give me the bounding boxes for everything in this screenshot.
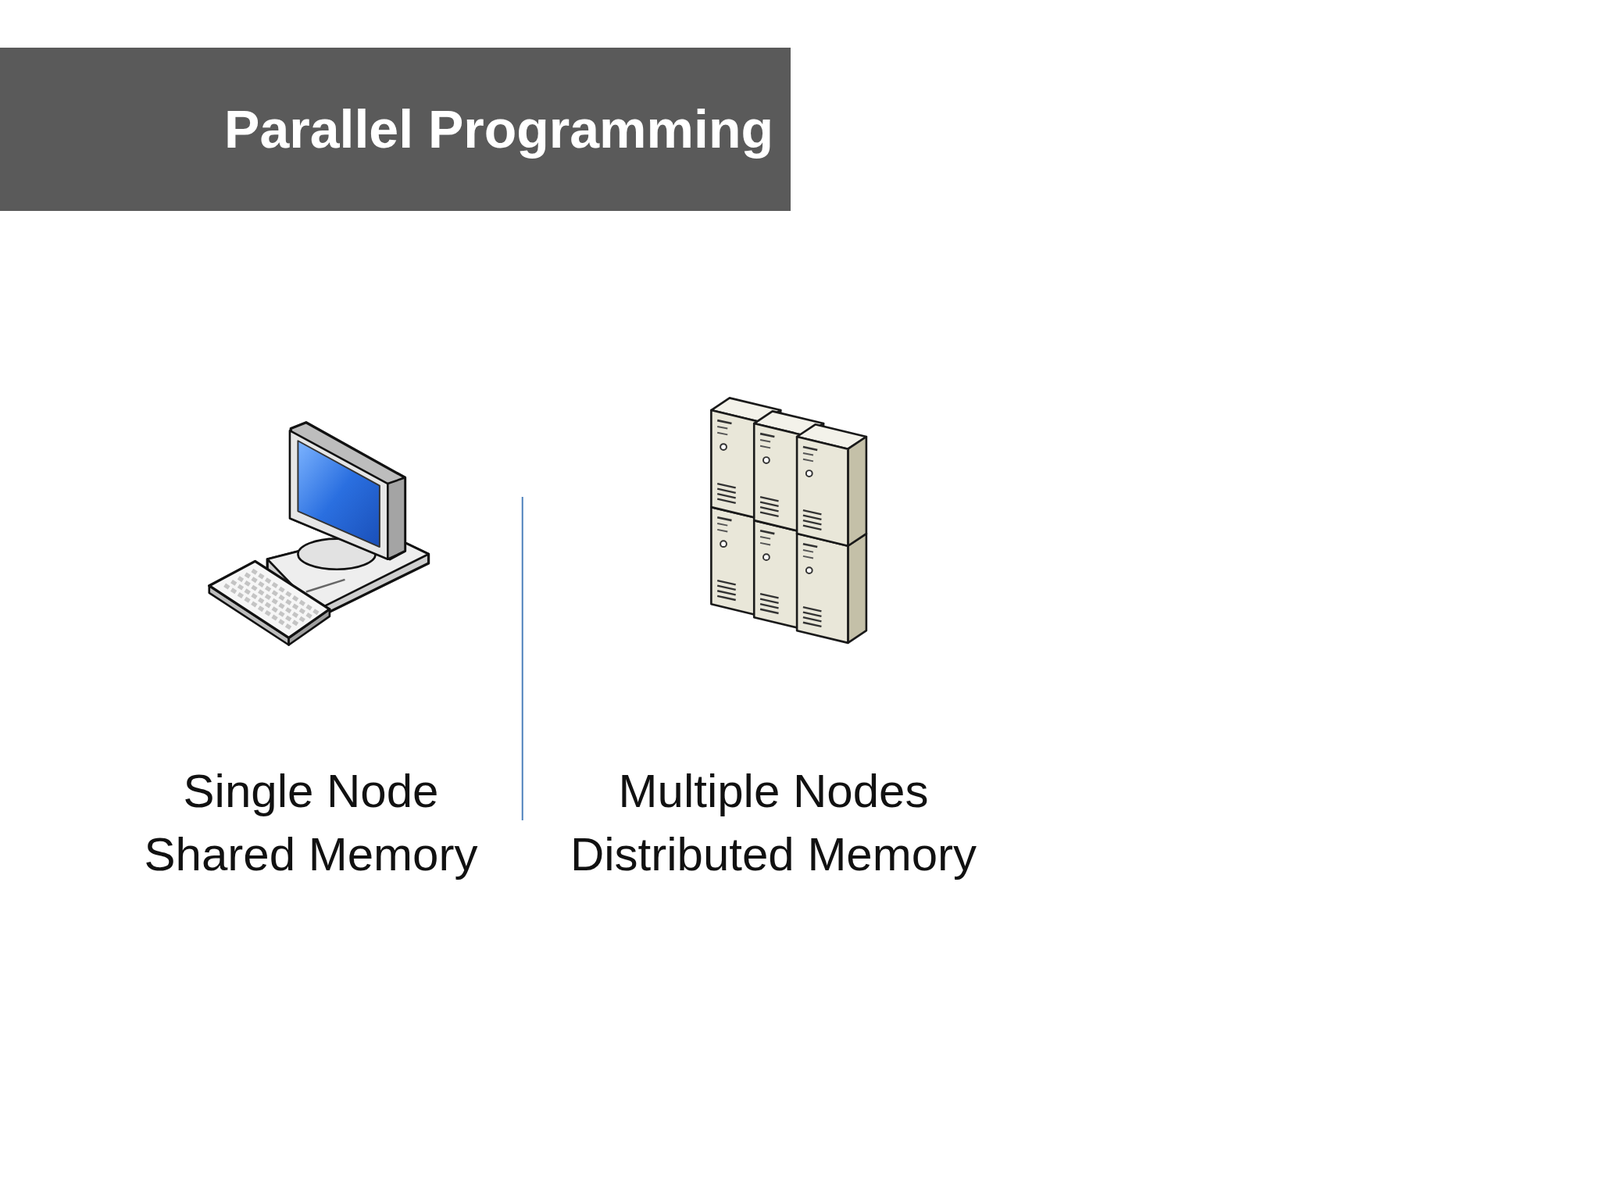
keyboard-top [209, 560, 330, 638]
title-bar: Parallel Programming [0, 47, 791, 211]
monitor-screen [297, 440, 379, 547]
slide-title: Parallel Programming [0, 47, 774, 211]
caption-label: Single Node Shared Memory [115, 759, 507, 886]
keyboard-keys [225, 570, 320, 629]
divider-line [521, 496, 524, 821]
caption-label: Multiple Nodes Distributed Memory [539, 759, 1008, 886]
key-row [252, 570, 320, 615]
server-tower [796, 424, 867, 546]
monitor-bezel [289, 430, 388, 560]
server-stack-icon [710, 397, 867, 643]
key-row [245, 574, 313, 618]
drive-slot [306, 579, 346, 593]
monitor-side [387, 477, 405, 559]
computer-icon [209, 422, 429, 646]
